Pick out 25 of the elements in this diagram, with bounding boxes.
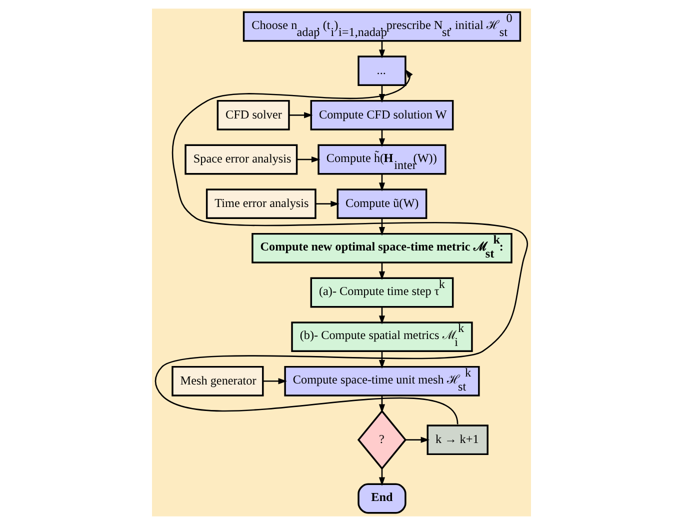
node-box: ...: [357, 56, 406, 86]
arrow: [288, 112, 312, 118]
arrow: [378, 174, 385, 192]
node-box: Compute CFD solution W: [310, 100, 454, 130]
node-box: k → k+1: [426, 424, 488, 456]
arrow: [378, 130, 385, 148]
arrow: [154, 69, 526, 424]
arrow: [378, 306, 385, 324]
arrow: [405, 436, 430, 443]
arrow: [378, 40, 385, 58]
node-box: Time error analysis: [205, 188, 316, 220]
arrow: [378, 351, 385, 369]
arrow: [378, 396, 385, 413]
node-box: Compute ũ(W): [336, 188, 427, 220]
node-box: CFD solver: [216, 100, 290, 130]
node-box: End: [357, 483, 406, 514]
node-box: Space error analysis: [184, 144, 298, 175]
arrow: [378, 468, 385, 486]
arrow: [315, 200, 339, 207]
arrow: [378, 218, 385, 236]
arrow: [378, 262, 385, 280]
node-diamond: ?: [356, 410, 406, 470]
arrow: [262, 378, 286, 384]
node-box: Mesh generator: [171, 366, 264, 396]
arrow: [296, 156, 320, 163]
